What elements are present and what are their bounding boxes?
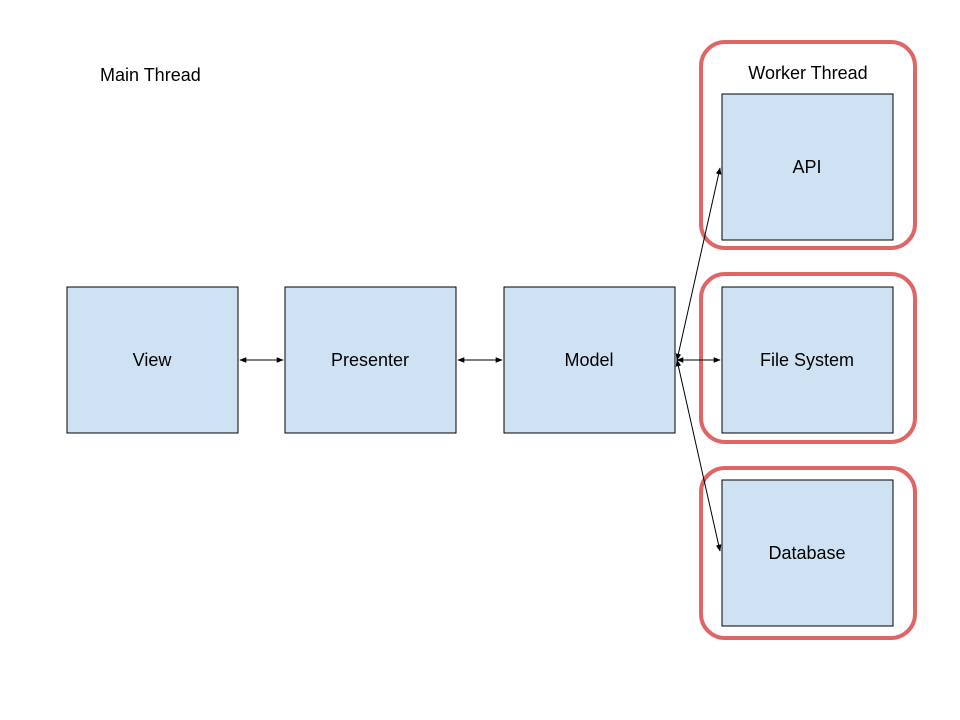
model-database-connector: [675, 359, 722, 552]
database-label: Database: [768, 543, 845, 563]
main-thread-label: Main Thread: [100, 65, 201, 85]
model-label: Model: [564, 350, 613, 370]
file-system-box: [721, 286, 894, 434]
view-node: View: [66, 286, 239, 434]
database-node: Database: [721, 479, 894, 627]
presenter-box: [284, 286, 457, 434]
api-node: API: [721, 93, 894, 241]
worker-thread-label: Worker Thread: [748, 63, 867, 83]
api-box: [721, 93, 894, 241]
presenter-label: Presenter: [331, 350, 409, 370]
model-api-connector: [675, 167, 722, 361]
file-system-label: File System: [760, 350, 854, 370]
model-node: Model: [503, 286, 676, 434]
view-label: View: [133, 350, 173, 370]
database-box: [721, 479, 894, 627]
presenter-node: Presenter: [284, 286, 457, 434]
api-label: API: [792, 157, 821, 177]
view-box: [66, 286, 239, 434]
file-system-node: File System: [721, 286, 894, 434]
model-box: [503, 286, 676, 434]
worker-thread-group-database: [699, 466, 917, 640]
worker-thread-group-api: [699, 40, 917, 250]
